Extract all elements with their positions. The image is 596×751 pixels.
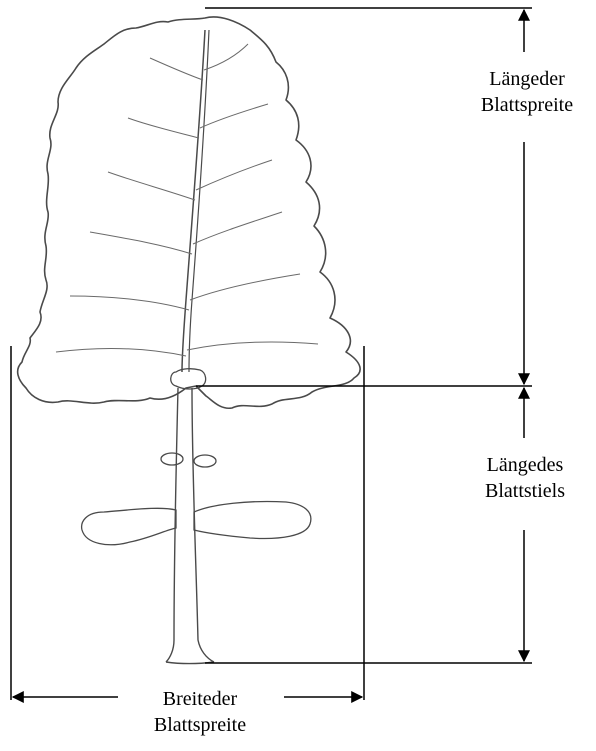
petiole-length-label: Längedes Blattstiels: [466, 452, 584, 504]
blade-length-label-line1: Längeder: [462, 66, 592, 92]
blade-length-label: Längeder Blattspreite: [462, 66, 592, 118]
leaf-midrib-second-line: [189, 30, 209, 372]
bud-right: [194, 455, 216, 467]
petiole-right-edge: [192, 388, 214, 662]
blade-length-label-line2: Blattspreite: [462, 92, 592, 118]
petiole-length-label-line2: Blattstiels: [466, 478, 584, 504]
leaflet-right: [194, 501, 311, 538]
leaflet-left: [82, 508, 176, 544]
leaf-veins: [56, 44, 318, 356]
blade-width-label-line1: Breiteder: [130, 686, 270, 712]
blade-width-label-line2: Blattspreite: [130, 712, 270, 738]
leaf-midrib: [182, 30, 205, 372]
bud-left: [161, 453, 183, 465]
blade-width-label: Breiteder Blattspreite: [130, 686, 270, 738]
petiole-length-label-line1: Längedes: [466, 452, 584, 478]
